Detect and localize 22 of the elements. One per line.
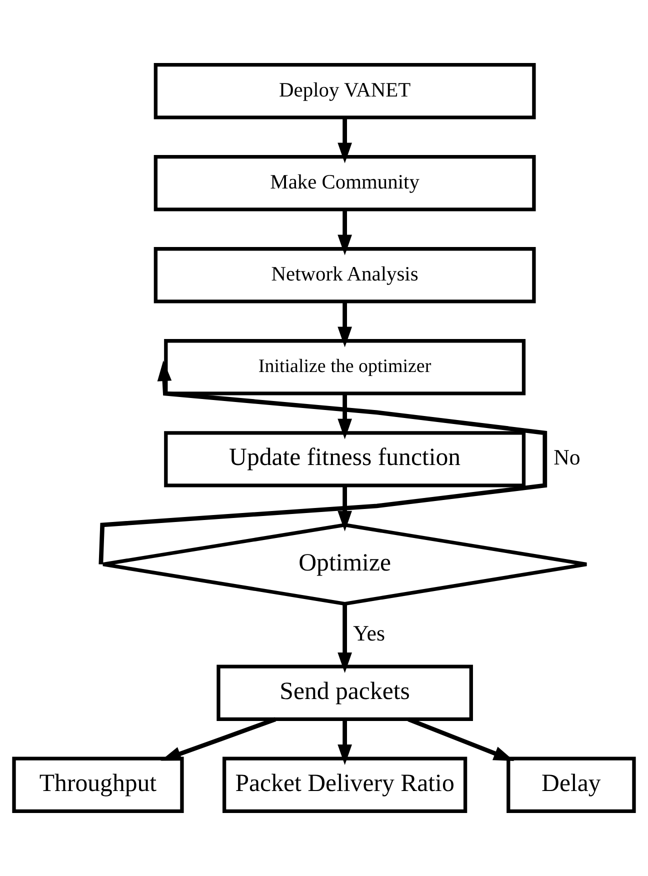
arrow: [98, 360, 548, 564]
arrow: [338, 118, 352, 164]
node-box: Network Analysis: [154, 247, 536, 304]
arrow: [338, 210, 352, 256]
node-diamond: Optimize: [101, 523, 588, 606]
node-box: Make Community: [154, 155, 536, 212]
node-box: Throughput: [12, 756, 184, 813]
arrow: [160, 717, 276, 761]
node-box: Deploy VANET: [154, 63, 536, 120]
node-box: Delay: [506, 756, 636, 813]
arrow: [338, 720, 352, 765]
arrow: [408, 717, 514, 761]
node-box: Initialize the optimizer: [164, 339, 526, 396]
arrow: [338, 486, 352, 532]
edge-label: Yes: [353, 620, 386, 646]
arrow: [338, 394, 352, 440]
arrow: [338, 604, 352, 673]
node-box: Send packets: [216, 664, 473, 721]
node-box: Update fitness function: [164, 431, 526, 488]
node-box: Packet Delivery Ratio: [222, 756, 468, 813]
edge-label: No: [554, 444, 580, 470]
arrow: [338, 302, 352, 348]
